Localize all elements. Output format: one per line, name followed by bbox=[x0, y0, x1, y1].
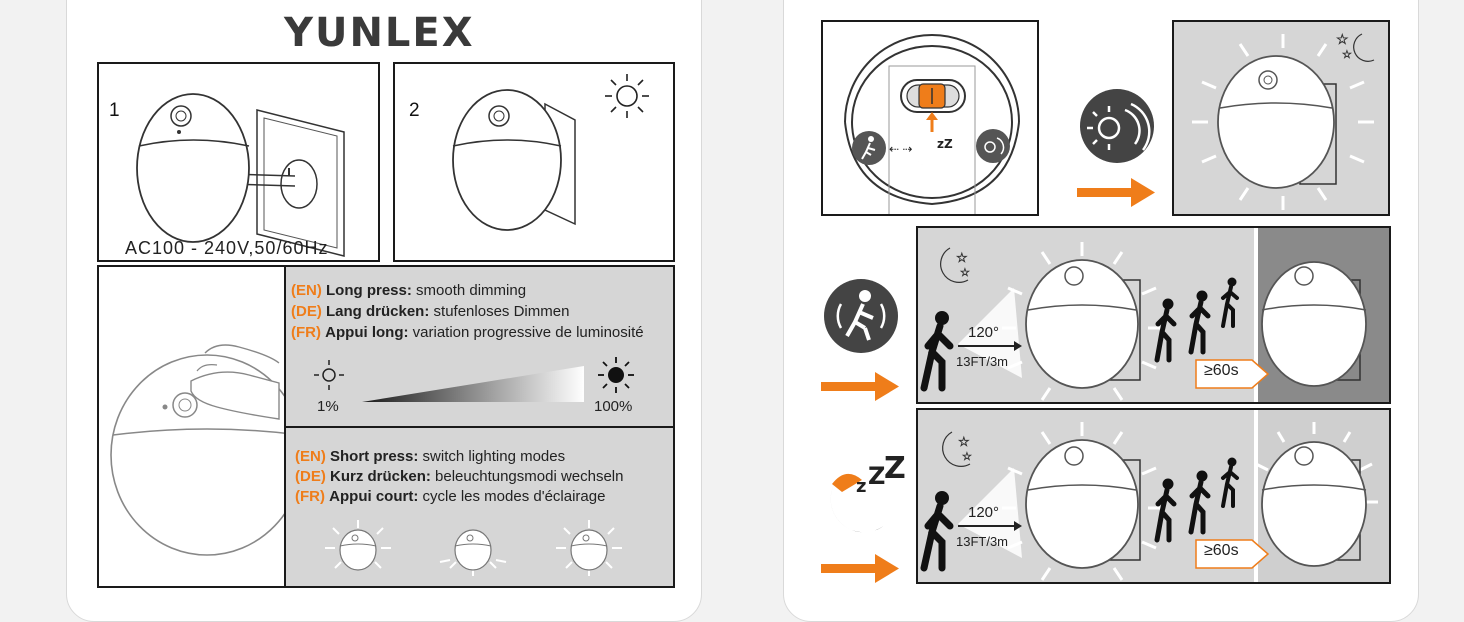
dim-max-label: 100% bbox=[594, 398, 633, 415]
motion-distance: 13FT/3m bbox=[956, 354, 1009, 369]
walking-people-icon bbox=[1154, 277, 1239, 363]
light-sensor-result-panel: ☆ ☆ bbox=[1172, 20, 1390, 216]
sleep-walking-people-icon bbox=[1154, 457, 1239, 543]
lang-code: (DE) bbox=[291, 303, 322, 320]
sleep-panel-moon-icon: ☆ ☆ bbox=[942, 431, 972, 467]
instruction-text: switch lighting modes bbox=[422, 448, 566, 465]
short-press-en: (EN) Short press: switch lighting modes bbox=[295, 447, 565, 467]
light-sensor-icon bbox=[976, 129, 1010, 163]
svg-text:z: z bbox=[856, 476, 866, 497]
sleep-scene bbox=[958, 422, 1378, 581]
motion-timer: ≥60s bbox=[1204, 362, 1239, 379]
short-press-de: (DE) Kurz drücken: beleuchtungsmodi wech… bbox=[295, 467, 623, 487]
svg-text:zZ: zZ bbox=[937, 137, 953, 151]
step2-panel: 2 bbox=[393, 62, 675, 262]
lang-code: (EN) bbox=[295, 448, 326, 465]
sleep-angle: 120° bbox=[968, 504, 1000, 521]
motion-arrow-icon bbox=[821, 372, 899, 401]
dim-sun-icon bbox=[314, 360, 344, 390]
svg-text:☆: ☆ bbox=[1342, 49, 1352, 61]
instruction-text: beleuchtungsmodi wechseln bbox=[435, 468, 624, 485]
sleep-mode-panel: ☆ ☆ 120° 13FT/3m ≥60s bbox=[916, 408, 1391, 584]
instruction-text: cycle les modes d'éclairage bbox=[422, 488, 606, 505]
dim-min-label: 1% bbox=[317, 398, 339, 415]
lang-code: (FR) bbox=[295, 488, 325, 505]
step1-panel: 1 AC100 - 240V,50/60Hz bbox=[97, 62, 380, 262]
mode-lamp-1 bbox=[325, 520, 391, 571]
sleep-icon: zZ bbox=[915, 137, 953, 168]
dimming-gradient bbox=[362, 366, 584, 402]
motion-panel-moon-icon: ☆ ☆ bbox=[940, 247, 970, 283]
light-sensor-mode-icon bbox=[1080, 89, 1154, 163]
svg-text:☆: ☆ bbox=[962, 451, 972, 463]
glowing-lamp bbox=[1192, 34, 1374, 210]
svg-text:☆: ☆ bbox=[958, 434, 970, 449]
lang-code: (EN) bbox=[291, 282, 322, 299]
lang-code: (DE) bbox=[295, 468, 326, 485]
svg-text:Z: Z bbox=[884, 451, 906, 486]
mode-switch-drawing bbox=[844, 34, 1020, 214]
step2-number: 2 bbox=[409, 100, 420, 121]
motion-angle: 120° bbox=[968, 324, 1000, 341]
svg-text:Z: Z bbox=[868, 462, 885, 490]
motion-mode-panel: 120° 13FT/3m ≥60s bbox=[916, 226, 1391, 404]
sleep-mode-icon: z Z Z bbox=[830, 451, 906, 533]
hand-icon bbox=[110, 344, 304, 556]
instruction-label: Kurz drücken: bbox=[330, 468, 431, 485]
mode-lamp-2 bbox=[439, 529, 507, 576]
voltage-spec: AC100 - 240V,50/60Hz bbox=[125, 238, 329, 258]
mode-switch-panel: zZ ⇠ ⇢ bbox=[821, 20, 1039, 216]
instruction-label: Long press: bbox=[326, 282, 412, 299]
long-press-fr: (FR) Appui long: variation progressive d… bbox=[291, 323, 644, 343]
sleep-timer: ≥60s bbox=[1204, 542, 1239, 559]
sleep-arrow-icon bbox=[821, 554, 899, 583]
step2-drawing bbox=[452, 89, 576, 231]
instruction-text: stufenloses Dimmen bbox=[433, 303, 570, 320]
sun-icon bbox=[605, 74, 649, 118]
step1-number: 1 bbox=[109, 100, 120, 121]
mode-lamp-3 bbox=[556, 520, 622, 576]
svg-text:☆: ☆ bbox=[960, 267, 970, 279]
instruction-label: Appui court: bbox=[329, 488, 419, 505]
instruction-label: Appui long: bbox=[325, 324, 409, 341]
motion-sensor-icon bbox=[852, 131, 886, 165]
short-press-fr: (FR) Appui court: cycle les modes d'écla… bbox=[295, 487, 605, 507]
moon-stars-icon: ☆ ☆ bbox=[1336, 31, 1375, 62]
bright-sun-icon bbox=[598, 357, 634, 393]
svg-text:☆: ☆ bbox=[956, 250, 968, 265]
instruction-text: variation progressive de luminosité bbox=[412, 324, 644, 341]
motion-scene bbox=[958, 242, 1367, 401]
instruction-label: Short press: bbox=[330, 448, 419, 465]
motion-mode-icon bbox=[824, 279, 898, 353]
long-press-en: (EN) Long press: smooth dimming bbox=[291, 281, 526, 301]
long-press-de: (DE) Lang drücken: stufenloses Dimmen bbox=[291, 302, 569, 322]
plug-icon bbox=[136, 93, 345, 257]
sleep-distance: 13FT/3m bbox=[956, 534, 1009, 549]
instruction-text: smooth dimming bbox=[416, 282, 527, 299]
instruction-label: Lang drücken: bbox=[326, 303, 430, 320]
brand-logo: YUNLEX bbox=[284, 10, 475, 56]
svg-text:☆: ☆ bbox=[1336, 31, 1349, 47]
arrow-right-icon bbox=[1077, 178, 1155, 207]
lang-code: (FR) bbox=[291, 324, 321, 341]
switch-arrows: ⇠ ⇢ bbox=[889, 142, 913, 156]
sleep-walking-person-icon bbox=[920, 491, 954, 572]
walking-person-icon bbox=[920, 311, 954, 392]
